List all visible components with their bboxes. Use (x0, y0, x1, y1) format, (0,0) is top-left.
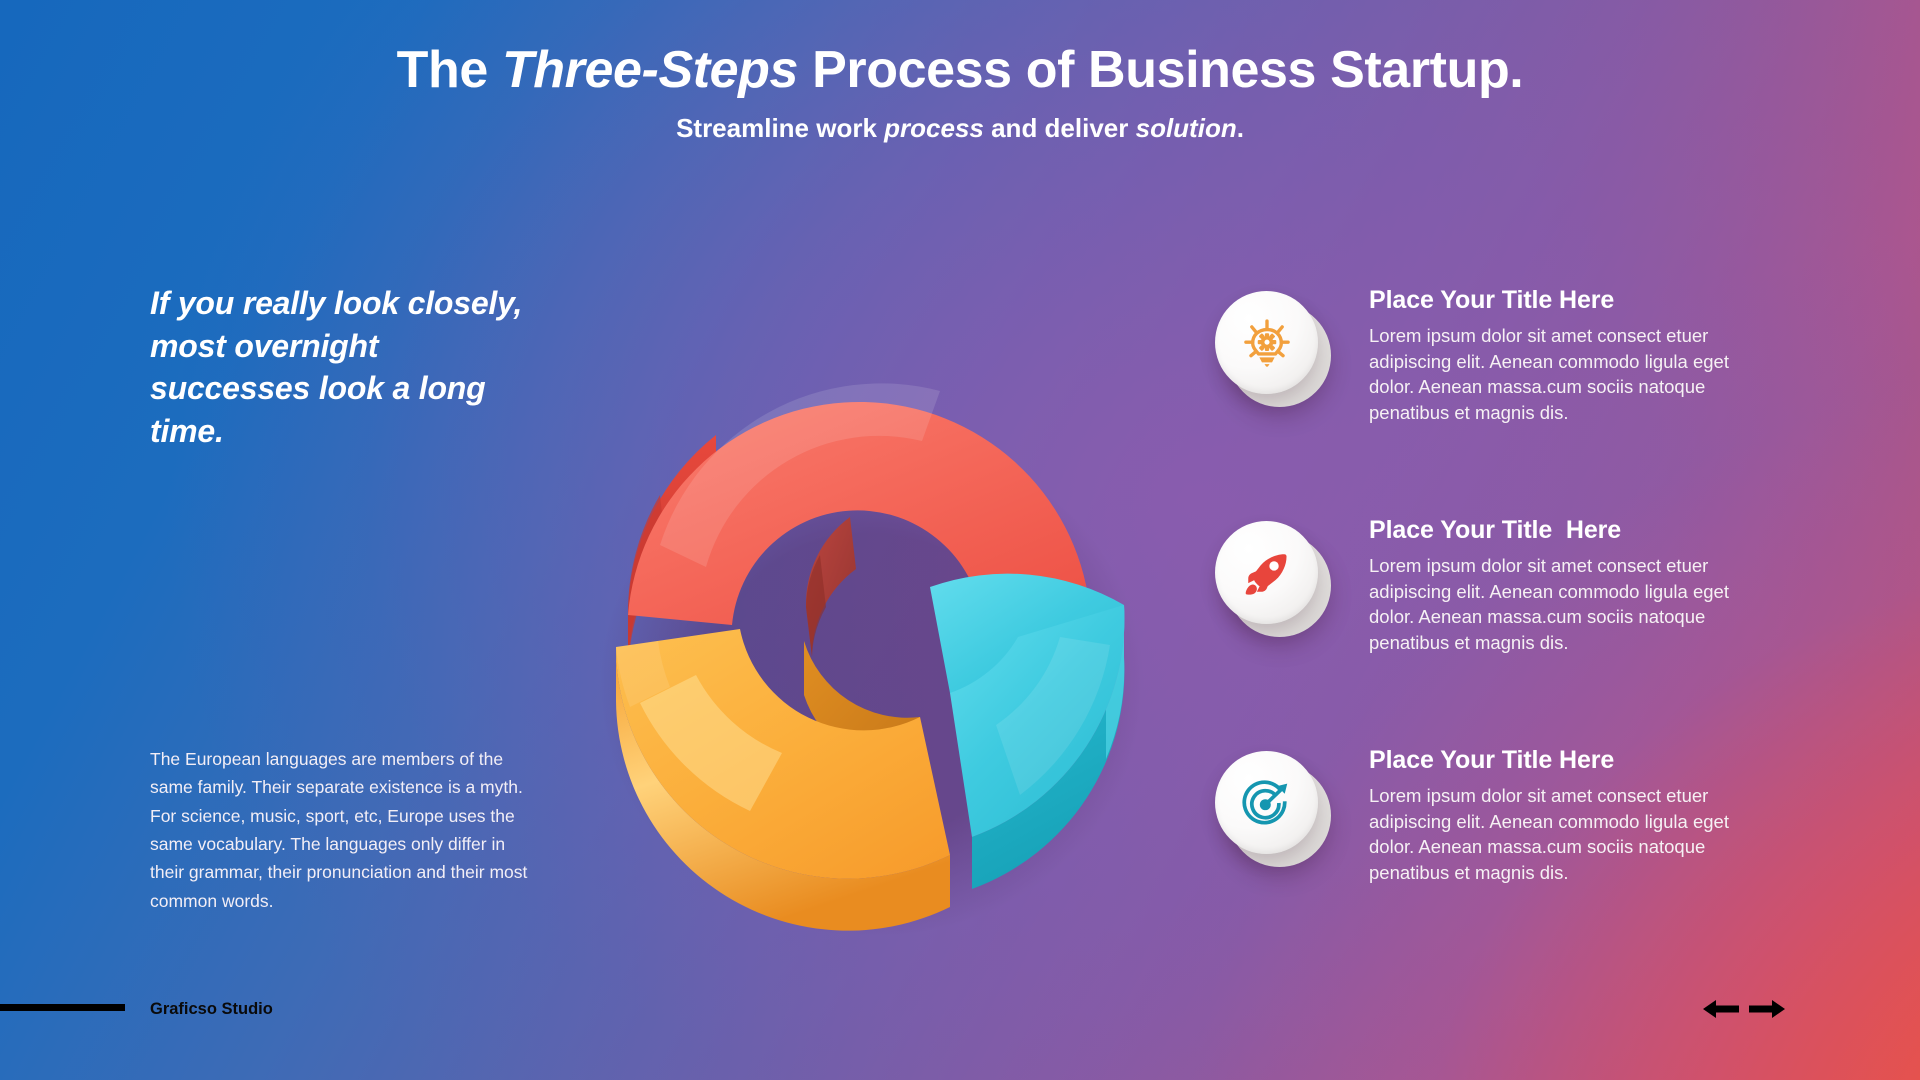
title-part-1: The (396, 41, 502, 99)
right-arrow-icon[interactable] (1749, 998, 1785, 1020)
list-item[interactable]: Place Your Title Here Lorem ipsum dolor … (1215, 745, 1855, 885)
footer-rule (0, 1004, 125, 1011)
list-item-body: Lorem ipsum dolor sit amet consect etuer… (1369, 785, 1729, 883)
list-item-text: Place Your Title Here Lorem ipsum dolor … (1369, 745, 1855, 885)
list-item-title: Place Your Title Here (1369, 516, 1622, 545)
rocket-icon (1245, 553, 1287, 595)
list-item-text: Place Your Title Here Lorem ipsum dolor … (1369, 515, 1855, 655)
donut-segment-2-orange (616, 629, 950, 931)
target-arrow-icon (1241, 780, 1287, 825)
avatar (1215, 291, 1331, 407)
page-subtitle: Streamline work process and deliver solu… (0, 114, 1920, 143)
badge-disc (1215, 291, 1318, 394)
badge-disc (1215, 521, 1318, 625)
avatar (1215, 521, 1331, 638)
feature-list: Place Your Title Here Lorem ipsum dolor … (1215, 285, 1855, 885)
list-item-text: Place Your Title Here Lorem ipsum dolor … (1369, 285, 1855, 425)
list-item-title: Place Your Title Here (1369, 286, 1615, 314)
badge-disc (1215, 751, 1318, 855)
donut-chart-svg (600, 383, 1144, 935)
list-item-title: Place Your Title Here (1369, 746, 1615, 775)
three-step-donut-chart (520, 255, 1200, 935)
donut-segment-1-red (627, 383, 1096, 670)
list-item[interactable]: Place Your Title Here Lorem ipsum dolor … (1215, 515, 1855, 655)
subtitle-part-1: Streamline work (676, 113, 885, 144)
pull-quote: If you really look closely, most overnig… (150, 285, 523, 449)
page-title: The Three-Steps Process of Business Star… (0, 42, 1920, 98)
donut-segment-3-cyan (930, 573, 1125, 889)
list-item-body: Lorem ipsum dolor sit amet consect etuer… (1369, 325, 1729, 423)
title-emphasis: Three-Steps (501, 41, 799, 99)
lightbulb-gear-icon (1243, 318, 1290, 367)
slide-navigation (1703, 998, 1785, 1020)
list-item[interactable]: Place Your Title Here Lorem ipsum dolor … (1215, 285, 1855, 425)
slide-header: The Three-Steps Process of Business Star… (0, 0, 1920, 143)
brand-label: Graficso Studio (150, 1000, 273, 1018)
subtitle-part-2: and deliver (983, 113, 1136, 144)
left-body-paragraph: The European languages are members of th… (150, 749, 528, 911)
list-item-body: Lorem ipsum dolor sit amet consect etuer… (1369, 555, 1729, 653)
title-part-2: Process of Business Startup. (798, 41, 1524, 99)
subtitle-emphasis-process: process (884, 113, 984, 144)
avatar (1215, 751, 1331, 868)
left-arrow-icon[interactable] (1703, 998, 1739, 1020)
subtitle-part-3: . (1236, 113, 1244, 144)
subtitle-emphasis-solution: solution (1135, 113, 1237, 144)
